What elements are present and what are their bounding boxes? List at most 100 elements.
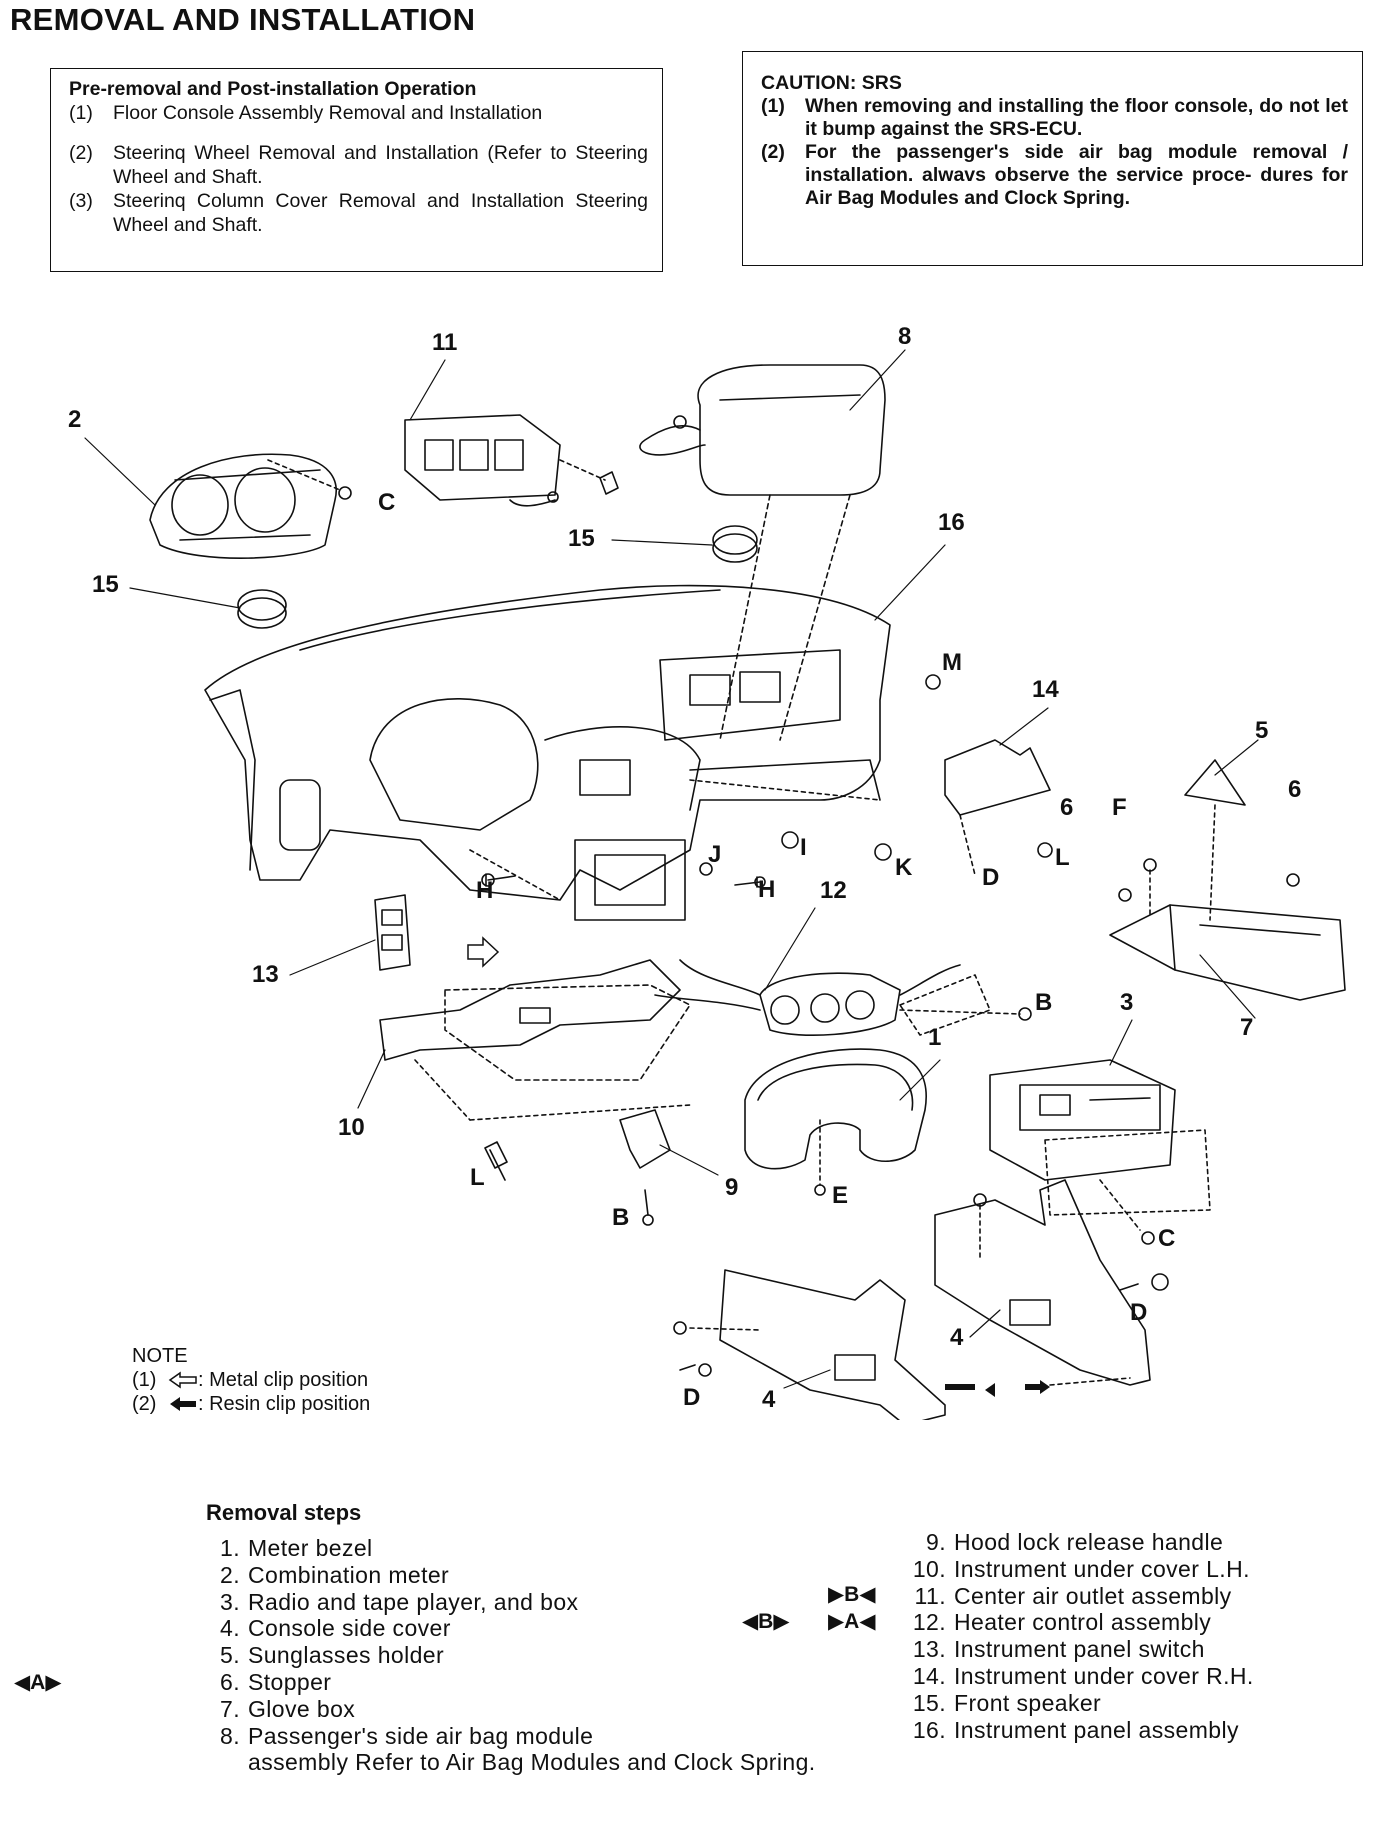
heater-control-part <box>654 959 1032 1036</box>
callout-4-left: 4 <box>762 1386 776 1413</box>
callout-c-top: C <box>378 489 395 516</box>
service-mark-a-step6: ◀A▶ <box>14 1671 62 1694</box>
step-item: 5.Sunglasses holder <box>220 1642 445 1669</box>
callout-8: 8 <box>898 323 911 350</box>
step-item: 15.Front speaker <box>912 1689 1102 1716</box>
callout-12: 12 <box>820 877 847 904</box>
resin-clip-icon <box>170 1397 196 1411</box>
callout-d-left: D <box>683 1384 700 1411</box>
step-item: 13.Instrument panel switch <box>912 1636 1205 1663</box>
callout-5: 5 <box>1255 717 1268 744</box>
item-text: When removing and installing the floor c… <box>805 95 1348 140</box>
callout-16: 16 <box>938 509 965 536</box>
radio-box-part <box>989 1059 1211 1245</box>
callout-1: 1 <box>928 1024 941 1051</box>
pre-removal-heading: Pre-removal and Post-installation Operat… <box>69 78 477 100</box>
step-item: 8.Passenger's side air bag module <box>220 1722 594 1749</box>
item-number: (3) <box>69 190 93 212</box>
removal-steps-right: 9.Hood lock release handle 10.Instrument… <box>912 1529 1254 1743</box>
callout-15-top: 15 <box>568 525 595 552</box>
service-mark-a-step12: ▶A◀ <box>828 1610 876 1633</box>
caution-item: (1) When removing and installing the flo… <box>761 95 1348 141</box>
step-item-continuation: assembly Refer to Air Bag Modules and Cl… <box>248 1749 816 1776</box>
screw-set <box>481 674 941 888</box>
note-title: NOTE <box>132 1345 188 1367</box>
pre-removal-item: (2) Steerinq Wheel Removal and Installat… <box>69 141 648 189</box>
callout-9: 9 <box>725 1174 738 1201</box>
callout-c-right: C <box>1158 1225 1175 1252</box>
item-text: Floor Console Assembly Removal and Insta… <box>113 102 543 124</box>
removal-steps-left: 1.Meter bezel 2.Combination meter 3.Radi… <box>206 1535 816 1776</box>
callout-4-right: 4 <box>950 1324 964 1351</box>
console-side-cover-left-part <box>673 1269 946 1420</box>
hood-lock-handle-part <box>619 1109 671 1226</box>
step-item: 3.Radio and tape player, and box <box>220 1588 579 1615</box>
service-mark-b-step11: ▶B◀ <box>828 1583 876 1606</box>
callout-i: I <box>800 834 807 861</box>
callout-11: 11 <box>432 329 457 356</box>
callout-d-mid: D <box>1130 1299 1147 1326</box>
item-text: Steerinq Column Cover Removal and Instal… <box>113 190 648 236</box>
meter-bezel-part <box>744 1048 927 1196</box>
callout-6-left: 6 <box>1060 794 1073 821</box>
callout-13: 13 <box>252 961 279 988</box>
callout-f: F <box>1112 794 1127 821</box>
leader-lines <box>84 349 1259 1389</box>
item-number: (1) <box>69 102 93 124</box>
air-bag-module-part <box>639 364 886 741</box>
item-number: (2) <box>761 141 785 163</box>
combination-meter-part <box>149 453 352 559</box>
callout-7: 7 <box>1240 1014 1253 1041</box>
step-item: 2.Combination meter <box>220 1561 450 1588</box>
metal-clip-icon <box>168 1371 197 1389</box>
caution-item: (2) For the passenger's side air bag mod… <box>761 141 1348 210</box>
callout-3: 3 <box>1120 989 1133 1016</box>
center-air-outlet-part <box>404 414 619 507</box>
callout-k: K <box>895 854 913 881</box>
caution-box: CAUTION: SRS (1) When removing and insta… <box>742 51 1363 266</box>
exploded-view-diagram: 2 11 8 C 15 16 15 M 14 5 6 F 6 J I K D L… <box>68 323 1346 1420</box>
step-item: 12.Heater control assembly <box>912 1609 1212 1636</box>
removal-steps-title: Removal steps <box>206 1500 362 1525</box>
callout-10: 10 <box>338 1114 365 1141</box>
callout-b-right: B <box>1035 989 1052 1016</box>
pre-removal-item: (1) Floor Console Assembly Removal and I… <box>69 101 648 125</box>
under-cover-rh-part <box>944 739 1053 876</box>
callout-14: 14 <box>1032 676 1059 703</box>
caution-heading: CAUTION: SRS <box>761 72 902 94</box>
instrument-panel-part <box>204 584 891 921</box>
step-item: 9.Hood lock release handle <box>926 1529 1224 1555</box>
sunglasses-holder-part <box>1184 759 1246 921</box>
item-text: Steerinq Wheel Removal and Installation … <box>113 142 648 188</box>
step-item: 10.Instrument under cover L.H. <box>912 1555 1250 1582</box>
callout-h-left: H <box>476 877 493 904</box>
callout-labels: 2 11 8 C 15 16 15 M 14 5 6 F 6 J I K D L… <box>68 323 1301 1413</box>
callout-l-left: L <box>470 1164 485 1191</box>
step-item: 11.Center air outlet assembly <box>914 1582 1232 1609</box>
step-item: 14.Instrument under cover R.H. <box>912 1662 1254 1689</box>
callout-j: J <box>708 841 721 868</box>
callout-15-left: 15 <box>92 571 119 598</box>
note-number: (1) <box>132 1369 157 1391</box>
step-item: 4.Console side cover <box>220 1615 451 1642</box>
console-side-cover-right-part <box>934 1179 1169 1386</box>
clip-markers <box>467 936 1050 1397</box>
callout-b-left: B <box>612 1204 629 1231</box>
callout-m: M <box>942 649 962 676</box>
callout-e: E <box>832 1182 848 1209</box>
callout-l-right: L <box>1055 844 1070 871</box>
note-block: NOTE (1) : Metal clip position (2) : Res… <box>132 1344 370 1416</box>
note-text: : Resin clip position <box>198 1393 371 1415</box>
pre-removal-item: (3) Steerinq Column Cover Removal and In… <box>69 189 648 237</box>
page-title: REMOVAL AND INSTALLATION <box>10 2 476 37</box>
callout-2: 2 <box>68 406 81 433</box>
item-text: For the passenger's side air bag module … <box>805 141 1348 209</box>
note-item: (1) : Metal clip position <box>132 1368 370 1392</box>
step-item: 7.Glove box <box>220 1695 356 1722</box>
callout-d-right: D <box>982 864 999 891</box>
note-number: (2) <box>132 1393 157 1415</box>
note-text: : Metal clip position <box>198 1369 369 1391</box>
note-item: (2) : Resin clip position <box>132 1392 370 1416</box>
front-speaker-part <box>237 525 758 629</box>
item-number: (1) <box>761 95 785 117</box>
